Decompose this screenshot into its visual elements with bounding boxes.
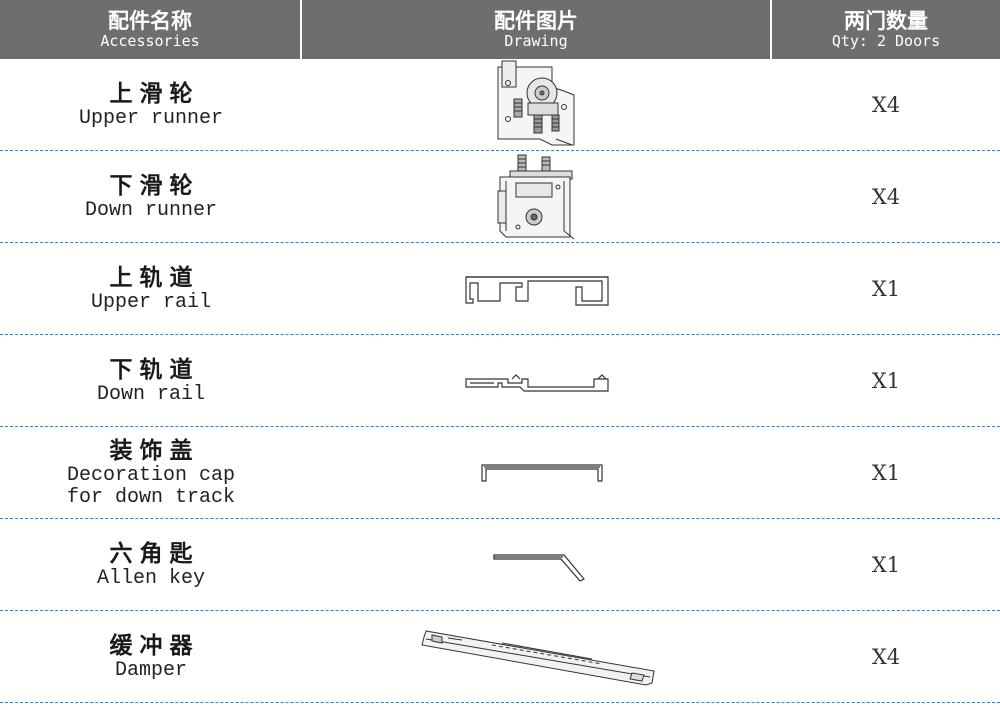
quantity: X1 bbox=[871, 553, 901, 577]
table-row: 上轨道 Upper rail X1 bbox=[0, 243, 1000, 335]
accessory-name: 装饰盖 Decoration cap for down track bbox=[0, 427, 302, 519]
accessory-name: 六角匙 Allen key bbox=[0, 519, 302, 611]
accessory-name-en: Down runner bbox=[84, 198, 218, 222]
table-row: 上滑轮 Upper runner bbox=[0, 59, 1000, 151]
quantity: X1 bbox=[871, 369, 901, 393]
header-drawing-cn: 配件图片 bbox=[494, 8, 578, 33]
decoration-cap-drawing bbox=[302, 427, 772, 519]
accessory-name: 下轨道 Down rail bbox=[0, 335, 302, 427]
accessory-name: 上轨道 Upper rail bbox=[0, 243, 302, 335]
quantity: X4 bbox=[871, 93, 901, 117]
accessory-name-en: Down rail bbox=[96, 382, 206, 406]
table-row: 六角匙 Allen key X1 bbox=[0, 519, 1000, 611]
accessory-name-cn: 缓冲器 bbox=[109, 632, 200, 659]
header-accessories: 配件名称 Accessories bbox=[0, 0, 302, 59]
table-row: 缓冲器 Damper X4 bbox=[0, 611, 1000, 703]
table-row: 装饰盖 Decoration cap for down track X1 bbox=[0, 427, 1000, 519]
accessory-name: 上滑轮 Upper runner bbox=[0, 59, 302, 151]
table-row: 下滑轮 Down runner X4 bbox=[0, 151, 1000, 243]
accessory-name-en: Damper bbox=[114, 658, 187, 682]
header-accessories-en: Accessories bbox=[100, 31, 200, 50]
down-runner-drawing bbox=[302, 151, 772, 243]
allen-key-drawing bbox=[302, 519, 772, 611]
accessory-name-cn: 上滑轮 bbox=[109, 80, 200, 107]
header-accessories-cn: 配件名称 bbox=[108, 8, 192, 33]
quantity: X4 bbox=[871, 185, 901, 209]
accessory-name: 下滑轮 Down runner bbox=[0, 151, 302, 243]
header-drawing-en: Drawing bbox=[504, 31, 568, 50]
accessory-name-cn: 六角匙 bbox=[109, 540, 200, 567]
header-qty-cn: 两门数量 bbox=[844, 8, 928, 33]
accessory-name-cn: 上轨道 bbox=[109, 264, 200, 291]
table-header: 配件名称 Accessories 配件图片 Drawing 两门数量 Qty: … bbox=[0, 0, 1000, 59]
upper-rail-drawing bbox=[302, 243, 772, 335]
accessory-name-cn: 装饰盖 bbox=[109, 437, 200, 464]
quantity: X1 bbox=[871, 461, 901, 485]
accessory-name-en: Allen key bbox=[96, 566, 206, 590]
accessory-name: 缓冲器 Damper bbox=[0, 611, 302, 703]
header-qty-en: Qty: 2 Doors bbox=[831, 31, 941, 50]
header-qty: 两门数量 Qty: 2 Doors bbox=[772, 0, 1000, 59]
accessory-name-en-line1: Decoration cap bbox=[66, 463, 236, 487]
accessory-name-en: Upper runner bbox=[78, 106, 224, 130]
upper-runner-drawing bbox=[302, 59, 772, 151]
down-rail-drawing bbox=[302, 335, 772, 427]
accessory-name-cn: 下滑轮 bbox=[109, 172, 200, 199]
quantity: X1 bbox=[871, 277, 901, 301]
table-row: 下轨道 Down rail X1 bbox=[0, 335, 1000, 427]
accessory-name-en: Upper rail bbox=[90, 290, 212, 314]
header-drawing: 配件图片 Drawing bbox=[302, 0, 772, 59]
quantity: X4 bbox=[871, 645, 901, 669]
accessory-name-en-line2: for down track bbox=[66, 485, 236, 509]
accessory-name-cn: 下轨道 bbox=[109, 356, 200, 383]
damper-drawing bbox=[302, 611, 772, 703]
